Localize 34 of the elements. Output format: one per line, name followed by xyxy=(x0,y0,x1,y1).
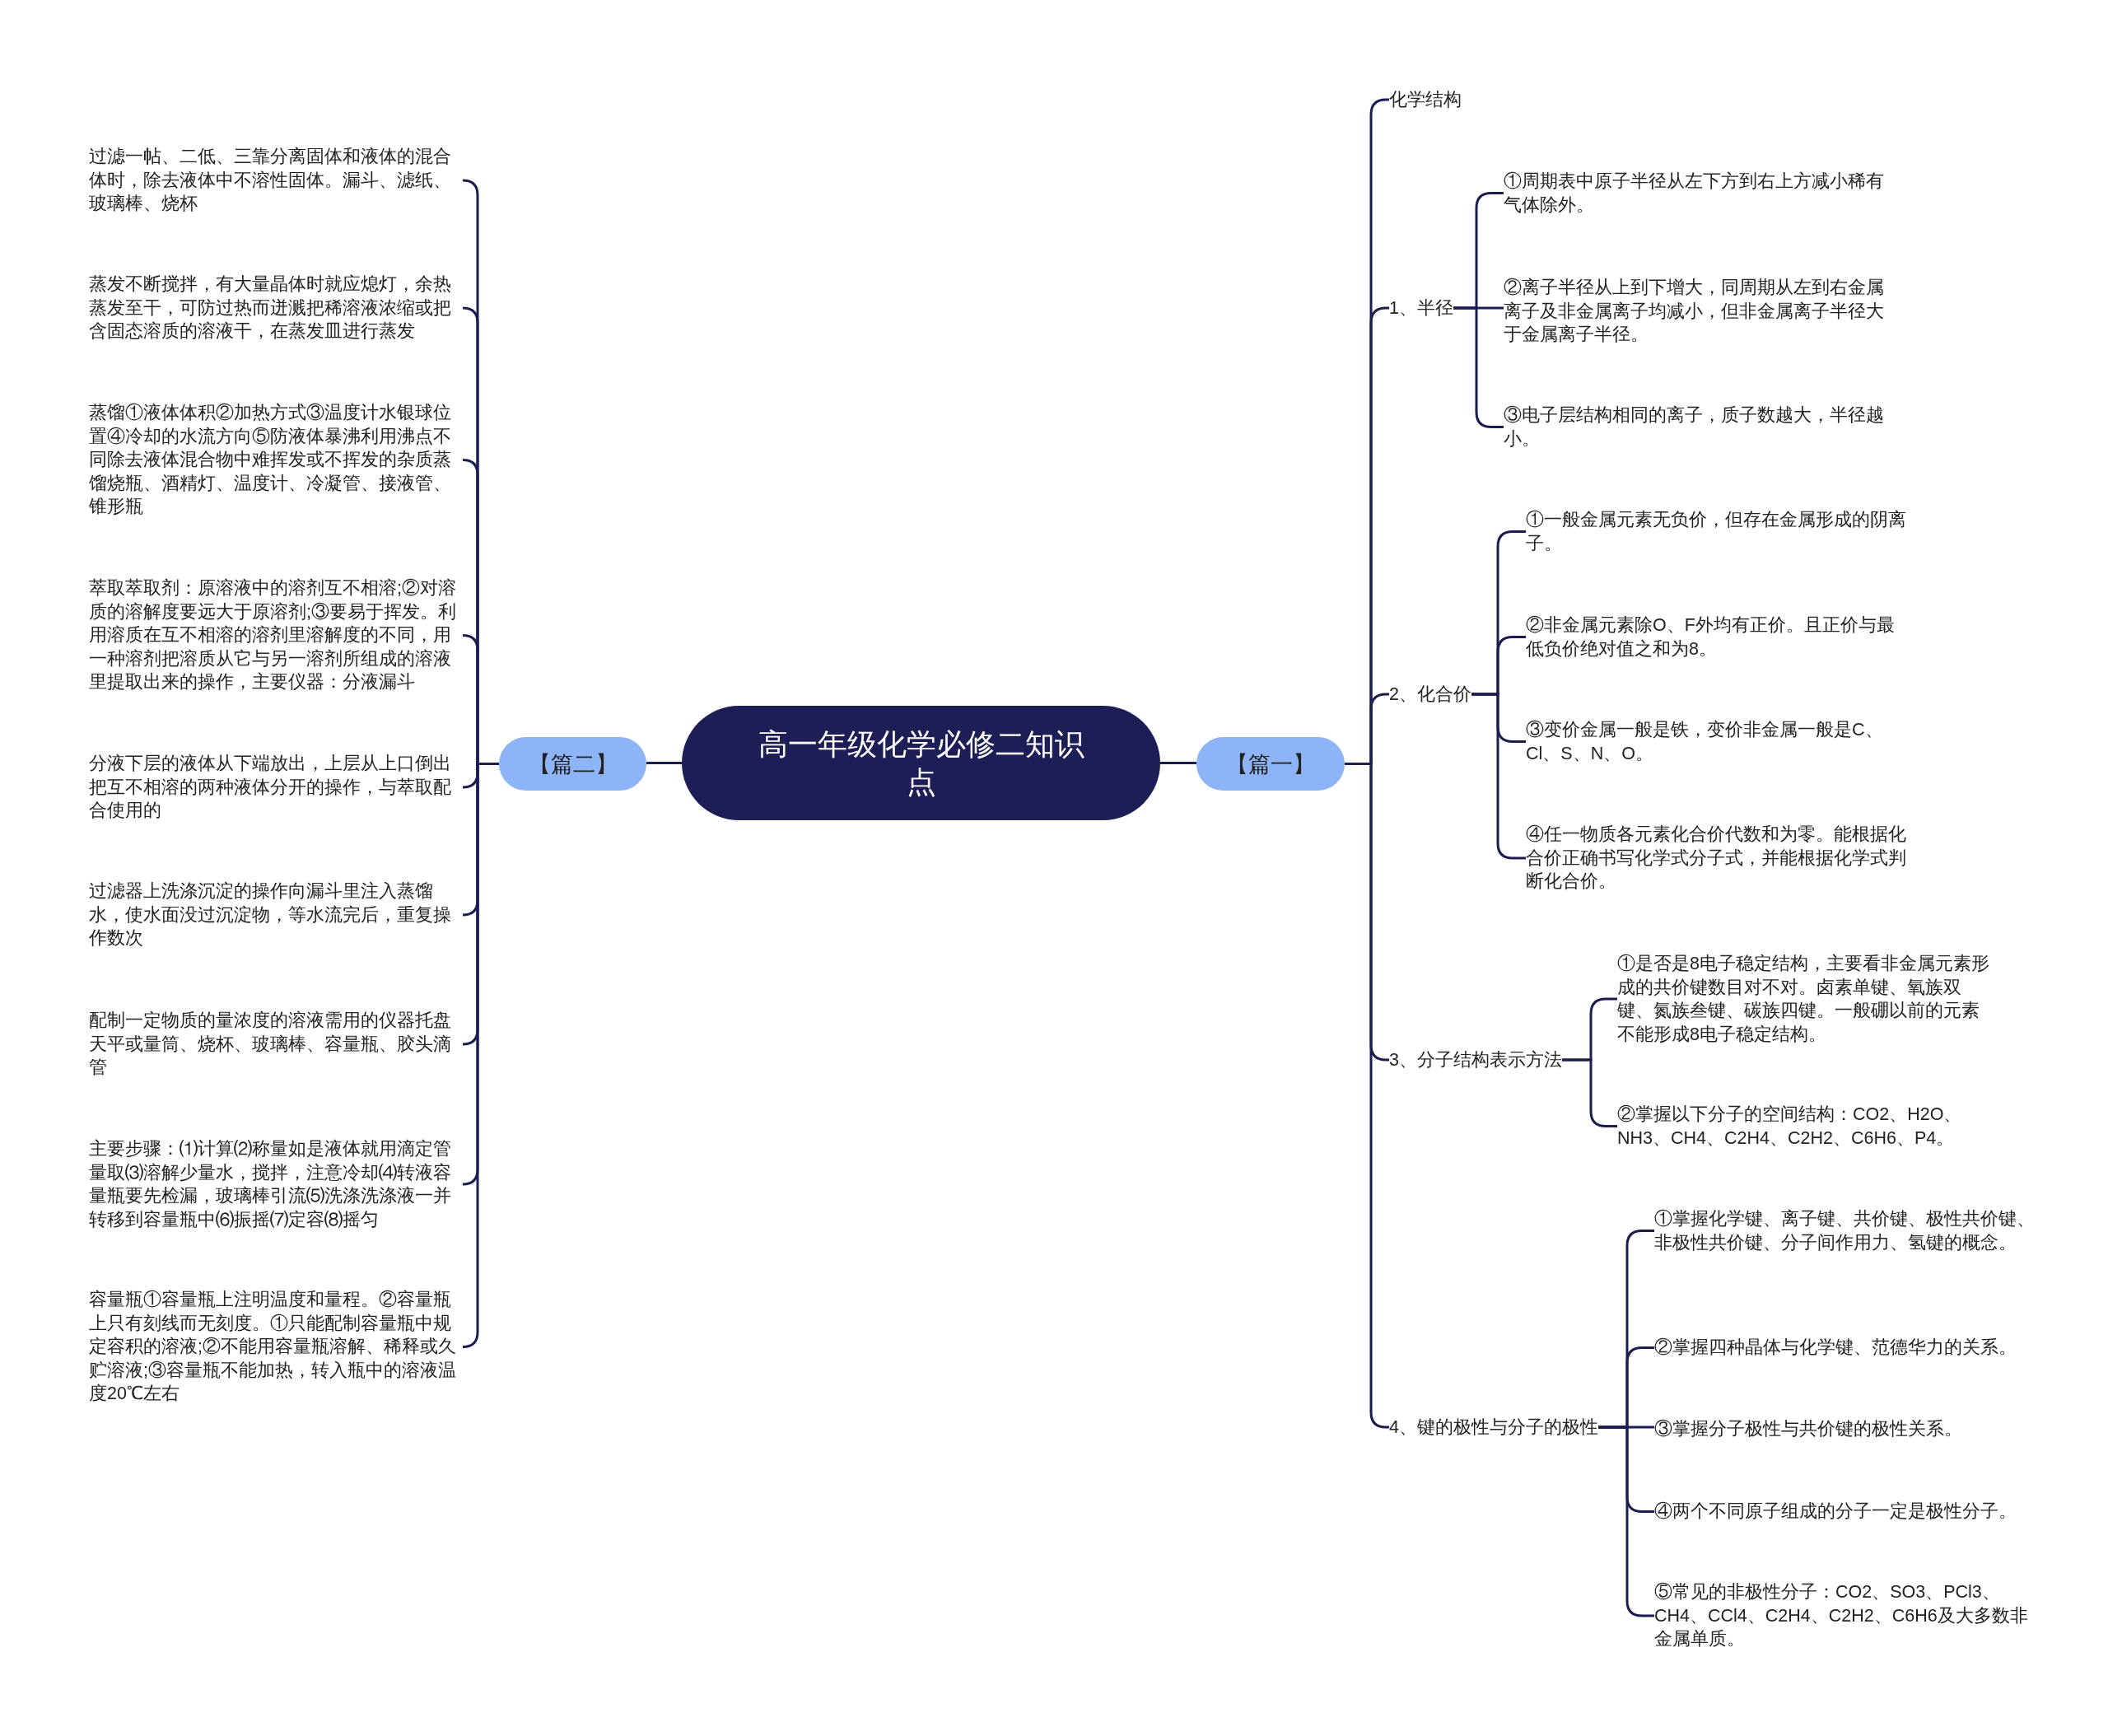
subtopic-text: 3、分子结构表示方法 xyxy=(1389,1048,1562,1071)
topic-text: ④任一物质各元素化合价代数和为零。能根据化合价正确书写化学式分子式，并能根据化学式判断化合价。 xyxy=(1526,823,1906,894)
subtopic-text: 4、键的极性与分子的极性 xyxy=(1389,1416,1598,1439)
topic-text: ②掌握四种晶体与化学键、范德华力的关系。 xyxy=(1654,1336,2035,1360)
connector-line xyxy=(1160,762,1196,764)
topic-text: 容量瓶①容量瓶上注明温度和量程。②容量瓶上只有刻线而无刻度。①只能配制容量瓶中规定容积的溶液;②不能用容量瓶溶解、稀释或久贮溶液;③容量瓶不能加热，转入瓶中的溶液温度20℃左右 xyxy=(89,1288,464,1406)
topic-text: 蒸发不断搅拌，有大量晶体时就应熄灯，余热蒸发至干，可防过热而迸溅把稀溶液浓缩或把含固态溶质的溶液干，在蒸发皿进行蒸发 xyxy=(89,273,464,343)
topic-text: ①周期表中原子半径从左下方到右上方减小稀有气体除外。 xyxy=(1504,170,1884,217)
topic-text: 分液下层的液体从下端放出，上层从上口倒出把互不相溶的两种液体分开的操作，与萃取配合使用的 xyxy=(89,752,464,823)
topic-text: ①一般金属元素无负价，但存在金属形成的阴离子。 xyxy=(1526,508,1906,555)
central-topic: 高一年级化学必修二知识点 xyxy=(682,706,1160,820)
topic-text: ③电子层结构相同的离子，质子数越大，半径越小。 xyxy=(1504,404,1884,450)
topic-text: ④两个不同原子组成的分子一定是极性分子。 xyxy=(1654,1500,2035,1524)
topic-text: ②离子半径从上到下增大，同周期从左到右金属离子及非金属离子均减小，但非金属离子半径大于金属离子半径。 xyxy=(1504,276,1884,347)
topic-text: ③变价金属一般是铁，变价非金属一般是C、Cl、S、N、O。 xyxy=(1526,718,1906,765)
topic-text: ⑤常见的非极性分子：CO2、SO3、PCl3、CH4、CCl4、C2H4、C2H2、C6H6及大多数非金属单质。 xyxy=(1654,1580,2035,1651)
subtopic-text: 化学结构 xyxy=(1389,88,1462,111)
topic-text: ①是否是8电子稳定结构，主要看非金属元素形成的共价键数目对不对。卤素单键、氧族双键、氮族叁键、碳族四键。一般硼以前的元素不能形成8电子稳定结构。 xyxy=(1617,952,1993,1046)
topic-text: ②非金属元素除O、F外均有正价。且正价与最低负价绝对值之和为8。 xyxy=(1526,614,1906,660)
topic-text: 主要步骤：⑴计算⑵称量如是液体就用滴定管量取⑶溶解少量水，搅拌，注意冷却⑷转液容量瓶要先检漏，玻璃棒引流⑸洗涤洗涤液一并转移到容量瓶中⑹振摇⑺定容⑻摇匀 xyxy=(89,1137,464,1231)
topic-text: 萃取萃取剂：原溶液中的溶剂互不相溶;②对溶质的溶解度要远大于原溶剂;③要易于挥发。利用溶质在互不相溶的溶剂里溶解度的不同，用一种溶剂把溶质从它与另一溶剂所组成的溶液里提取出来的操作，主要仪器：分液漏斗 xyxy=(89,576,464,694)
subtopic-text: 1、半径 xyxy=(1389,296,1453,320)
topic-text: 配制一定物质的量浓度的溶液需用的仪器托盘天平或量筒、烧杯、玻璃棒、容量瓶、胶头滴管 xyxy=(89,1009,464,1080)
connector-line xyxy=(1471,693,1526,860)
topic-text: ③掌握分子极性与共价键的极性关系。 xyxy=(1654,1417,2035,1441)
connector-line xyxy=(646,762,682,764)
topic-text: 过滤一帖、二低、三靠分离固体和液体的混合体时，除去液体中不溶性固体。漏斗、滤纸、玻璃棒、烧杯 xyxy=(89,145,464,216)
branch-topic: 【篇二】 xyxy=(499,737,646,791)
topic-text: 过滤器上洗涤沉淀的操作向漏斗里注入蒸馏水，使水面没过沉淀物，等水流完后，重复操作数次 xyxy=(89,880,464,950)
branch-topic: 【篇一】 xyxy=(1196,737,1345,791)
topic-text: ②掌握以下分子的空间结构：CO2、H2O、NH3、CH4、C2H4、C2H2、C6H6、P4。 xyxy=(1617,1103,1993,1150)
topic-text: ①掌握化学键、离子键、共价键、极性共价键、非极性共价键、分子间作用力、氢键的概念。 xyxy=(1654,1207,2035,1254)
topic-text: 蒸馏①液体体积②加热方式③温度计水银球位置④冷却的水流方向⑤防液体暴沸利用沸点不同除去液体混合物中难挥发或不挥发的杂质蒸馏烧瓶、酒精灯、温度计、冷凝管、接液管、锥形瓶 xyxy=(89,401,464,519)
subtopic-text: 2、化合价 xyxy=(1389,683,1471,706)
